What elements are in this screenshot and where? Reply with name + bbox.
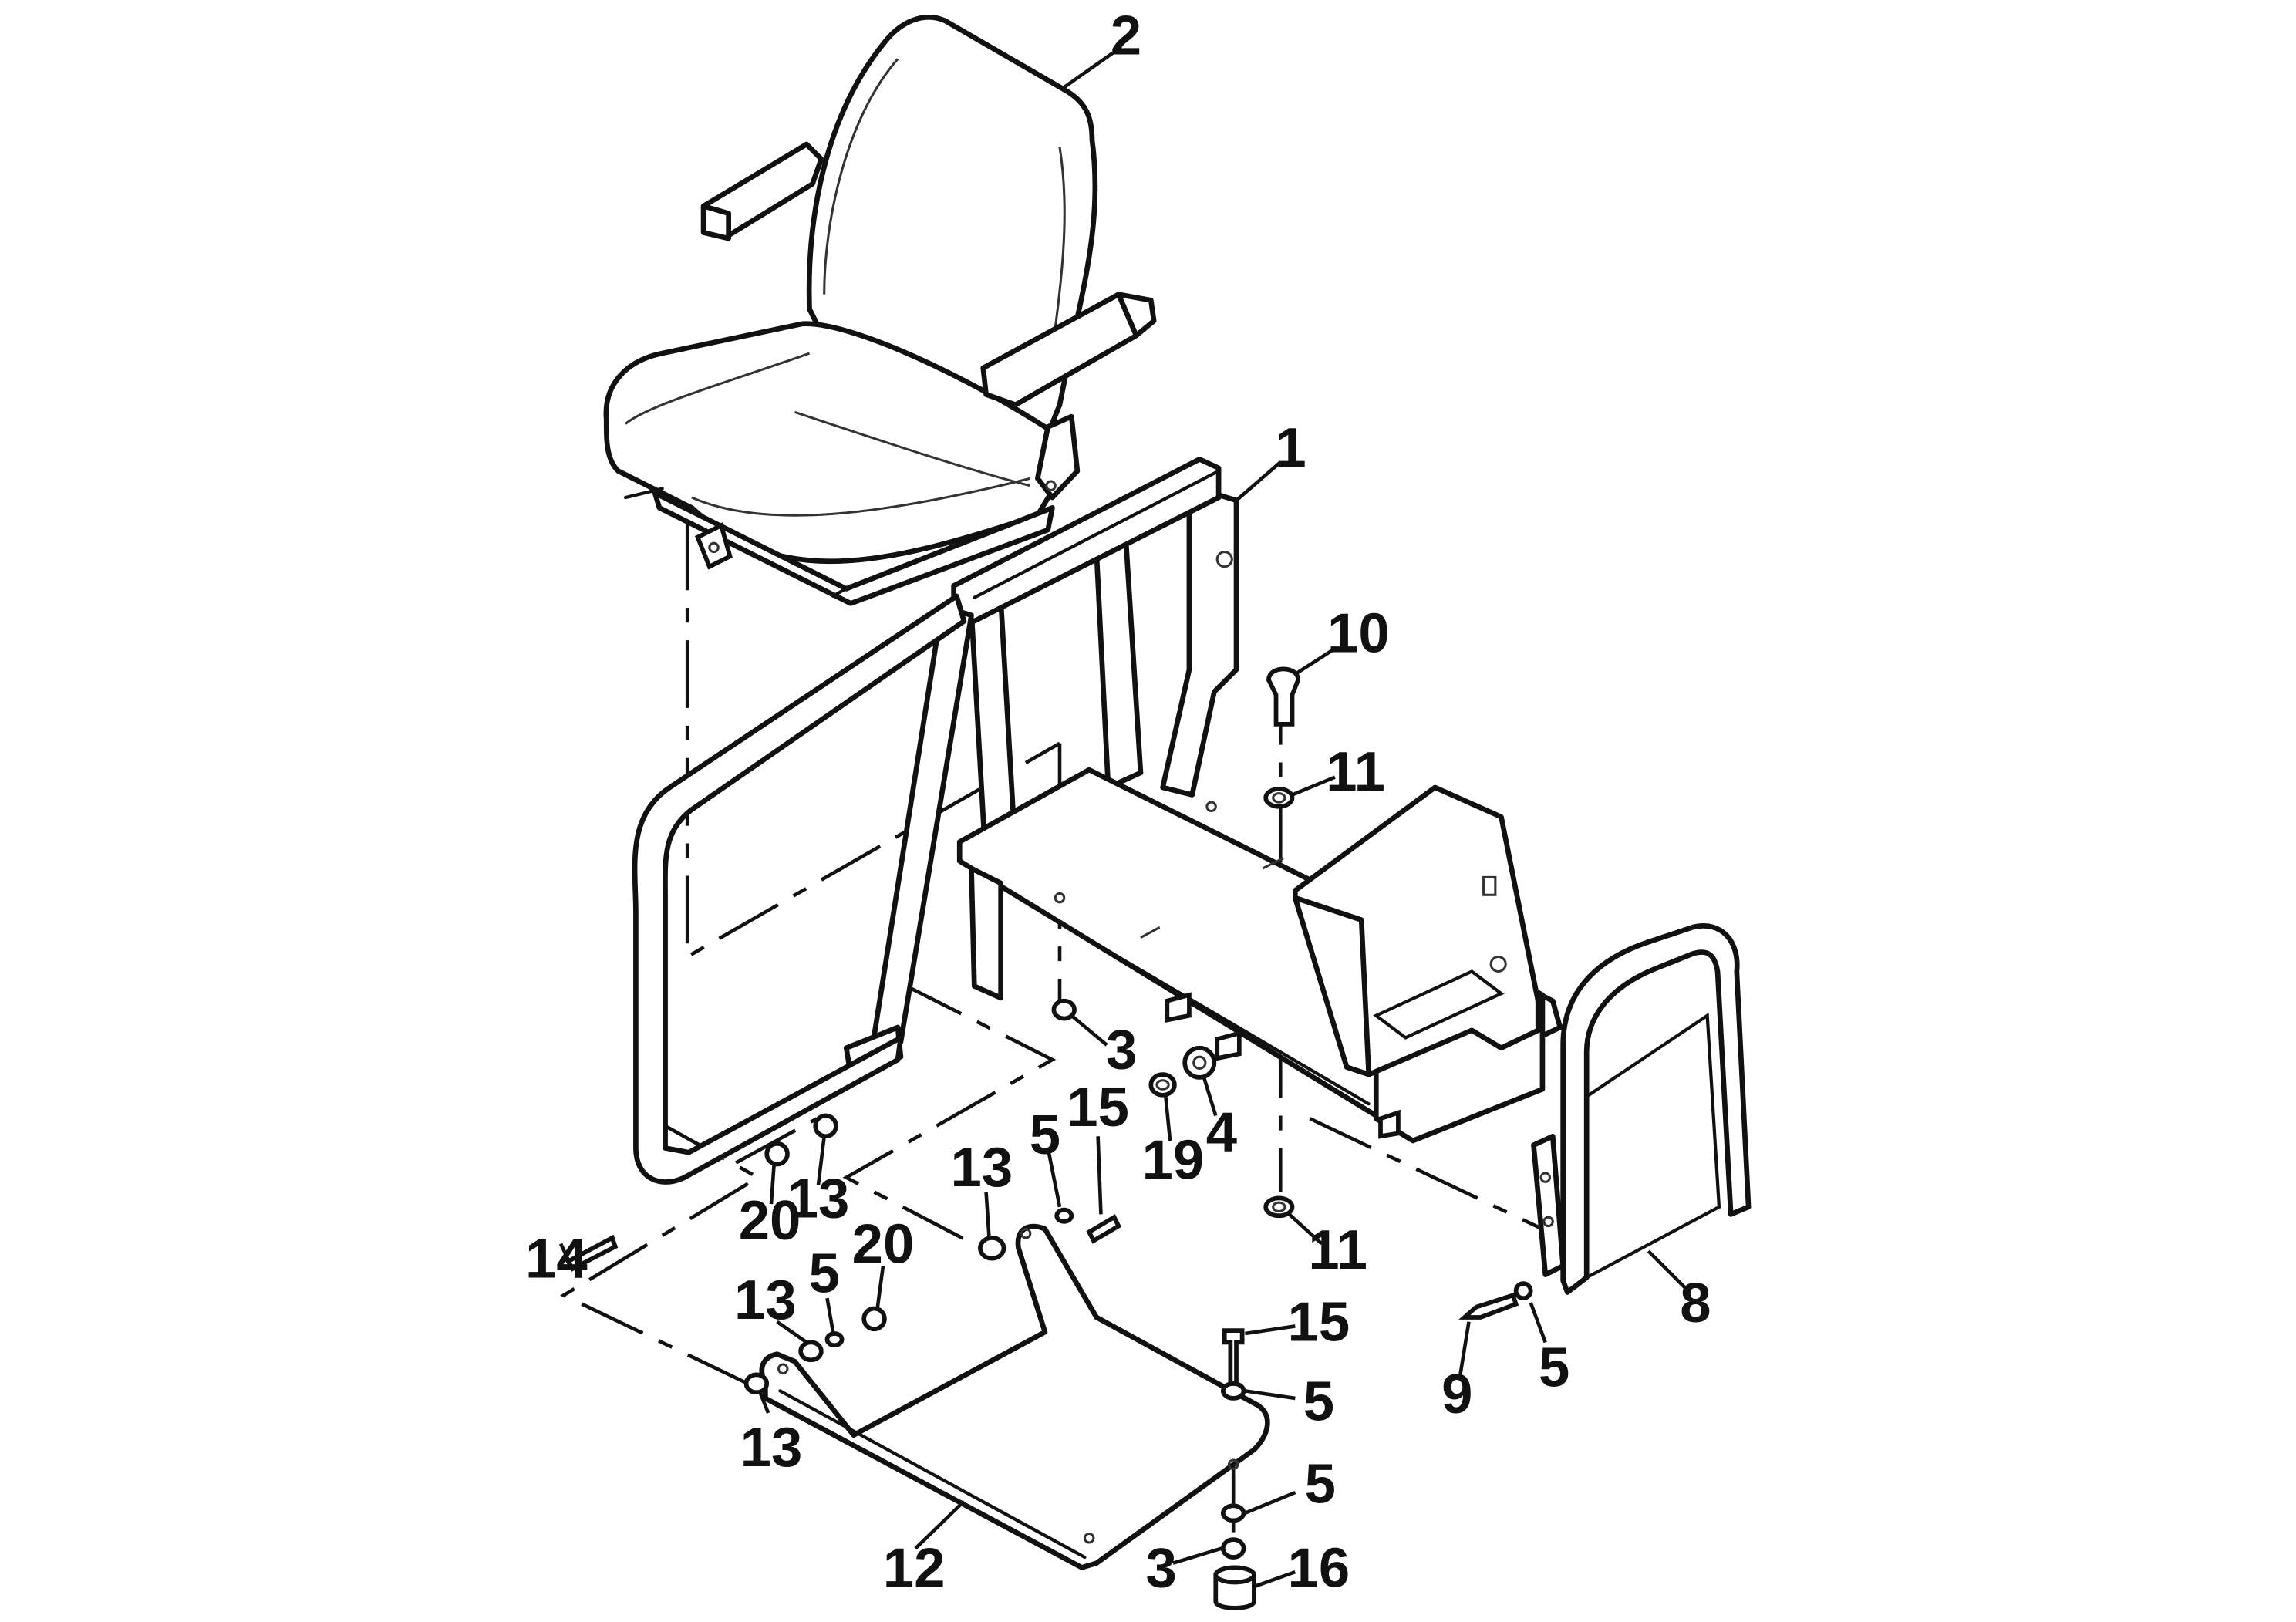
callout-20: 20 <box>852 1212 915 1275</box>
callout-20: 20 <box>739 1189 801 1252</box>
seat-support-frame <box>843 457 1563 1144</box>
operator-seat <box>603 15 1157 606</box>
callout-9: 9 <box>1441 1363 1472 1425</box>
washer-5e <box>1513 1281 1533 1301</box>
callout-4: 4 <box>1206 1101 1237 1163</box>
callout-11: 11 <box>1308 1219 1367 1281</box>
callout-14: 14 <box>525 1228 588 1290</box>
washer-5b <box>824 1331 845 1348</box>
callout-labels: 2 1 10 11 3 19 4 15 5 13 11 14 20 13 5 2… <box>525 5 1711 1600</box>
nut-3-upper <box>1051 998 1077 1021</box>
callout-5: 5 <box>1539 1337 1569 1399</box>
callout-12: 12 <box>883 1536 946 1599</box>
callout-13: 13 <box>951 1136 1013 1199</box>
callout-3: 3 <box>1146 1536 1177 1599</box>
washer-5d <box>1220 1503 1246 1523</box>
callout-8: 8 <box>1680 1272 1711 1334</box>
nut-lower <box>1263 1195 1295 1219</box>
callout-2: 2 <box>1111 5 1141 67</box>
callout-3: 3 <box>1106 1019 1137 1081</box>
hardware <box>565 666 1533 1610</box>
bolt-15-lower <box>1222 1328 1245 1386</box>
callout-13: 13 <box>740 1416 803 1479</box>
callout-leaders <box>558 51 1691 1589</box>
bolt-15-upper <box>1086 1214 1122 1244</box>
washer-13d <box>743 1372 770 1395</box>
callout-19: 19 <box>1142 1129 1205 1192</box>
side-guard <box>1531 923 1752 1295</box>
callout-11: 11 <box>1326 740 1385 803</box>
washer-5a <box>1054 1207 1074 1224</box>
bolt-9 <box>1458 1292 1519 1320</box>
washer-13a <box>978 1236 1006 1261</box>
bolt-14 <box>565 1234 619 1272</box>
washer-19 <box>1148 1072 1177 1098</box>
callout-5: 5 <box>1030 1104 1060 1166</box>
callout-5: 5 <box>809 1243 840 1305</box>
frame-studs <box>1165 992 1401 1139</box>
foot-plate <box>759 1223 1270 1570</box>
callout-13: 13 <box>787 1167 850 1229</box>
callout-15: 15 <box>1288 1291 1350 1354</box>
callout-10: 10 <box>1327 602 1390 664</box>
callout-5: 5 <box>1303 1371 1334 1433</box>
callout-16: 16 <box>1288 1536 1350 1599</box>
battery-box-bracket <box>1292 784 1541 1077</box>
callout-15: 15 <box>1067 1076 1129 1138</box>
callout-5: 5 <box>1305 1452 1336 1515</box>
nut-20b <box>861 1306 887 1332</box>
callout-13: 13 <box>734 1269 797 1331</box>
washer-13b <box>813 1113 838 1139</box>
bushing-4 <box>1182 1045 1217 1080</box>
nut-20a <box>764 1141 790 1167</box>
callout-1: 1 <box>1275 416 1306 479</box>
left-grab-handle <box>632 593 967 1185</box>
pin <box>1266 666 1301 727</box>
nut-3-lower <box>1220 1537 1246 1560</box>
nut-upper <box>1263 787 1295 809</box>
washer-13c <box>798 1340 824 1363</box>
